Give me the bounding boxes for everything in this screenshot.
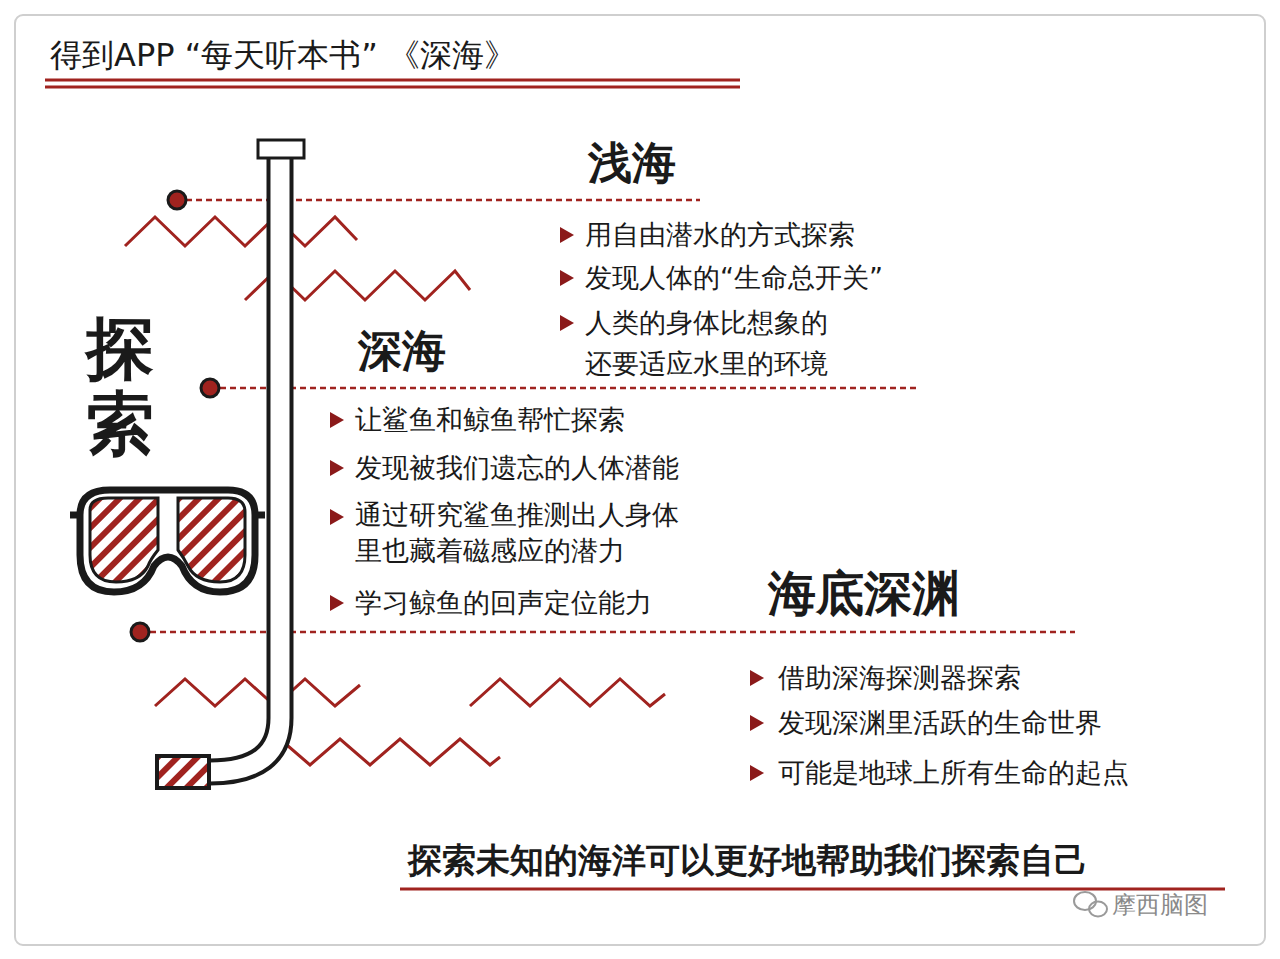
watermark: 摩西脑图: [1112, 891, 1208, 920]
section-heading-holder: 深海: [358, 326, 446, 377]
title-underline: [45, 86, 740, 89]
bullet-text: 发现被我们遗忘的人体潜能: [355, 448, 679, 489]
bullet-text: 借助深海探测器探索: [778, 658, 1021, 699]
bullet-text: 通过研究鲨鱼推测出人身体 里也藏着磁感应的潜力: [355, 497, 695, 570]
bullet-text: 学习鲸鱼的回声定位能力: [355, 583, 652, 624]
bullet-text: 可能是地球上所有生命的起点: [778, 753, 1129, 794]
bullet-text-holder: 通过研究鲨鱼推测出人身体 里也藏着磁感应的潜力: [355, 497, 695, 570]
bullet-text-holder: 发现人体的“生命总开关”: [585, 258, 883, 299]
section-heading-holder: 海底深渊: [768, 566, 960, 621]
section-heading: 浅海: [588, 138, 676, 189]
bullet-text-holder: 借助深海探测器探索: [778, 658, 1021, 699]
diagram-title: 得到APP “每天听本书” 《深海》: [50, 36, 516, 74]
wechat-icon: [1074, 892, 1107, 917]
section-heading: 深海: [358, 326, 446, 377]
bullet-text-holder: 发现深渊里活跃的生命世界: [778, 703, 1102, 744]
goggles: [70, 490, 265, 592]
section-heading: 海底深渊: [768, 566, 960, 621]
caption: 探索未知的海洋可以更好地帮助我们探索自己: [408, 838, 1088, 882]
section-heading-holder: 浅海: [588, 138, 676, 189]
bullet-text-holder: 可能是地球上所有生命的起点: [778, 753, 1129, 794]
bullet-text-holder: 发现被我们遗忘的人体潜能: [355, 448, 679, 489]
bullet-text: 用自由潜水的方式探索: [585, 215, 855, 256]
bullet-text: 发现深渊里活跃的生命世界: [778, 703, 1102, 744]
vertical-title-holder: 探索: [86, 312, 154, 462]
title-underline: [45, 79, 740, 82]
watermark-holder: 摩西脑图: [1112, 891, 1208, 920]
bullet-text-holder: 人类的身体比想象的 还要适应水里的环境: [585, 303, 844, 384]
bullet-text-holder: 用自由潜水的方式探索: [585, 215, 855, 256]
bullet-text: 发现人体的“生命总开关”: [585, 258, 883, 299]
bullet-text-holder: 学习鲸鱼的回声定位能力: [355, 583, 652, 624]
caption-underline: [400, 888, 1225, 891]
snorkel: [157, 140, 304, 788]
bullet-text: 让鲨鱼和鲸鱼帮忙探索: [355, 400, 625, 441]
frame: [15, 15, 1265, 945]
bullet-text-holder: 让鲨鱼和鲸鱼帮忙探索: [355, 400, 625, 441]
vertical-title: 探索: [86, 312, 154, 462]
bullet-text: 人类的身体比想象的 还要适应水里的环境: [585, 303, 844, 384]
caption-holder: 探索未知的海洋可以更好地帮助我们探索自己: [408, 838, 1088, 882]
diagram-title-holder: 得到APP “每天听本书” 《深海》: [50, 36, 516, 74]
